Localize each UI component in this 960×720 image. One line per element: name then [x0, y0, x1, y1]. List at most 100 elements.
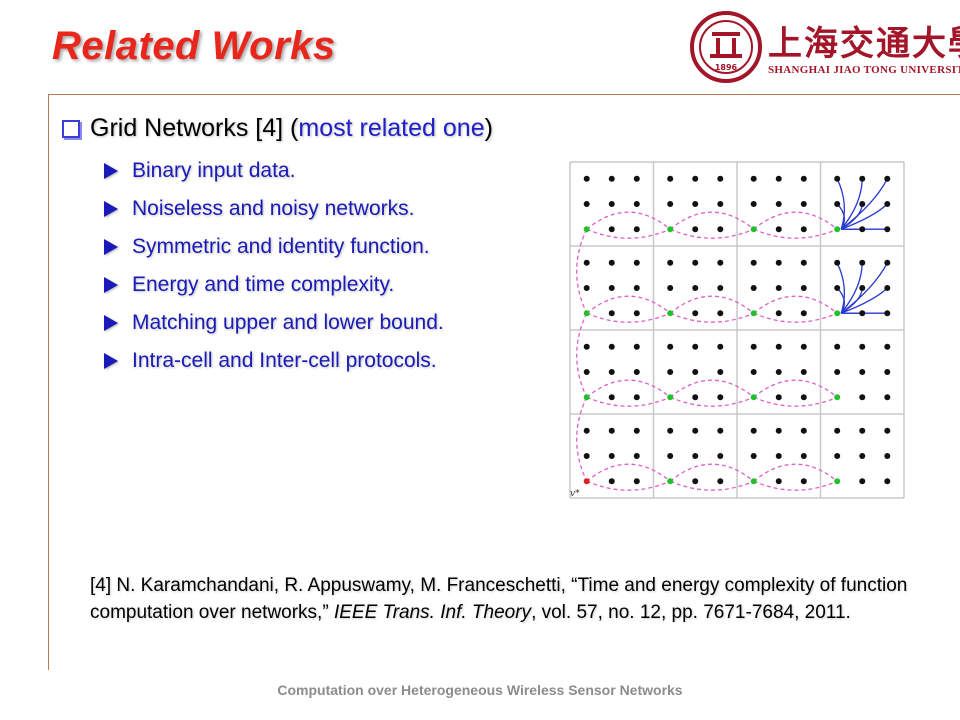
sensor-node: [717, 201, 724, 207]
arrow-bullet-icon: [104, 239, 118, 255]
sensor-node: [884, 427, 891, 434]
sensor-node: [834, 201, 841, 207]
local-edge: [840, 203, 888, 230]
main-bullet-close: ): [484, 114, 493, 142]
sensor-node: [608, 453, 615, 459]
sensor-node: [717, 175, 724, 182]
local-edge: [840, 178, 888, 230]
dashed-path: [669, 312, 754, 323]
sensor-node: [692, 259, 699, 266]
sensor-node: [859, 343, 866, 350]
sensor-node: [750, 369, 757, 375]
sensor-node: [583, 453, 590, 459]
sensor-node: [633, 453, 640, 459]
dashed-path: [586, 312, 671, 323]
sensor-node: [775, 310, 782, 317]
slide-title: Related Works: [52, 24, 336, 68]
dashed-path: [753, 228, 838, 239]
sensor-node: [750, 201, 757, 207]
sensor-node: [692, 201, 699, 207]
dashed-path: [586, 480, 671, 491]
sensor-node: [633, 343, 640, 350]
sensor-node: [859, 175, 866, 182]
dashed-path: [753, 295, 838, 314]
sensor-node: [583, 369, 590, 375]
sensor-node: [667, 427, 674, 434]
dashed-path: [586, 396, 671, 407]
sensor-node: [633, 394, 640, 401]
local-edge: [840, 262, 888, 314]
sensor-node: [608, 478, 615, 485]
sensor-node: [775, 285, 782, 291]
sensor-node: [800, 259, 807, 266]
fusion-node: [667, 478, 674, 485]
fusion-node: [583, 394, 590, 401]
fusion-node: [750, 226, 757, 233]
fusion-node: [583, 226, 590, 233]
sensor-node: [884, 453, 891, 459]
sensor-node: [608, 343, 615, 350]
sensor-node: [583, 201, 590, 207]
sensor-node: [775, 343, 782, 350]
dashed-path: [669, 396, 754, 407]
sensor-node: [834, 427, 841, 434]
sub-bullet: Binary input data.: [104, 152, 444, 190]
sensor-node: [800, 175, 807, 182]
sub-bullet: Energy and time complexity.: [104, 266, 444, 304]
sensor-node: [692, 478, 699, 485]
sub-bullet-text: Intra-cell and Inter-cell protocols.: [132, 349, 437, 372]
dashed-path: [576, 312, 588, 398]
grid-network-figure: v*: [569, 161, 905, 499]
title-divider: [48, 94, 960, 95]
sensor-node: [775, 453, 782, 459]
seal-icon: 1896: [690, 11, 762, 83]
local-edge: [840, 287, 888, 314]
arrow-bullet-icon: [104, 277, 118, 293]
sensor-node: [884, 259, 891, 266]
sensor-node: [583, 175, 590, 182]
sensor-node: [633, 226, 640, 233]
reference-details: , vol. 57, no. 12, pp. 7671-7684, 2011.: [531, 602, 851, 623]
sink-label: v*: [570, 489, 580, 499]
sensor-node: [775, 175, 782, 182]
bullet-list: Grid Networks [4] (most related one): [62, 114, 493, 143]
dashed-path: [586, 463, 671, 482]
sub-bullet-list: Binary input data. Noiseless and noisy n…: [104, 152, 444, 380]
local-edge: [840, 262, 863, 314]
university-name-en: SHANGHAI JIAO TONG UNIVERSITY: [768, 64, 960, 76]
sensor-node: [667, 259, 674, 266]
sensor-node: [692, 453, 699, 459]
fusion-node: [750, 310, 757, 317]
sensor-node: [667, 369, 674, 375]
dashed-path: [753, 312, 838, 323]
sub-bullet-text: Matching upper and lower bound.: [132, 311, 444, 334]
arrow-bullet-icon: [104, 353, 118, 369]
fusion-node: [583, 310, 590, 317]
university-logo: 1896 上海交通大學 SHANGHAI JIAO TONG UNIVERSIT…: [688, 10, 960, 84]
sensor-node: [717, 427, 724, 434]
sensor-node: [692, 394, 699, 401]
sensor-node: [834, 175, 841, 182]
reference-journal: IEEE Trans. Inf. Theory: [333, 602, 532, 623]
sensor-node: [775, 201, 782, 207]
fusion-node: [667, 394, 674, 401]
sensor-node: [775, 226, 782, 233]
sensor-node: [859, 394, 866, 401]
left-divider: [48, 94, 49, 670]
sensor-node: [583, 259, 590, 266]
dashed-paths: [576, 211, 838, 491]
sensor-node: [633, 285, 640, 291]
fusion-node: [750, 394, 757, 401]
sensor-node: [884, 478, 891, 485]
sensor-node: [608, 310, 615, 317]
fusion-node: [667, 226, 674, 233]
sensor-node: [583, 427, 590, 434]
dashed-path: [669, 228, 754, 239]
local-edge: [836, 262, 846, 314]
sensor-node: [775, 478, 782, 485]
sub-bullet: Noiseless and noisy networks.: [104, 190, 444, 228]
sensor-node: [884, 369, 891, 375]
sensor-node: [633, 310, 640, 317]
sensor-node: [633, 427, 640, 434]
sensor-nodes: [583, 175, 891, 485]
